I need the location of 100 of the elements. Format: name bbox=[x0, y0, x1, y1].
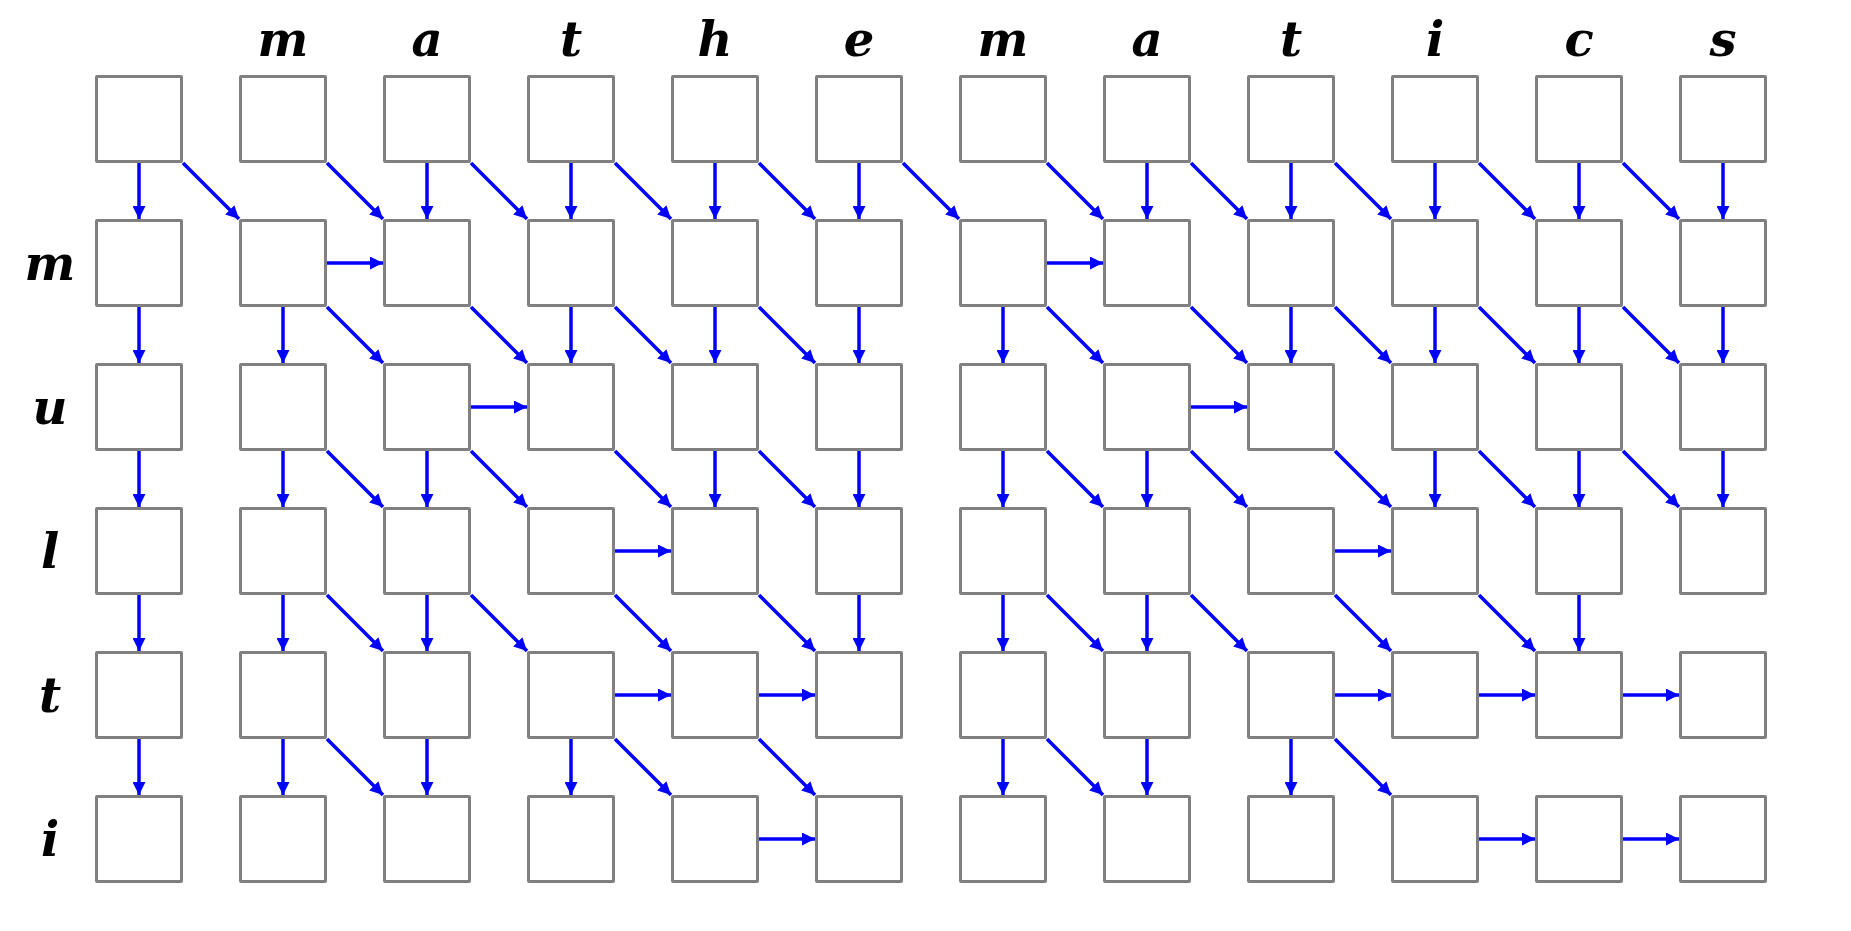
arrow bbox=[1284, 307, 1298, 363]
grid-cell bbox=[1103, 219, 1191, 307]
grid-cell bbox=[383, 219, 471, 307]
arrow bbox=[325, 161, 385, 221]
grid-cell bbox=[95, 219, 183, 307]
arrow bbox=[132, 739, 146, 795]
arrow bbox=[276, 595, 290, 651]
arrow bbox=[613, 593, 673, 653]
arrow bbox=[613, 305, 673, 365]
grid-cell bbox=[815, 795, 903, 883]
column-letter: s bbox=[1708, 13, 1738, 65]
grid-cell bbox=[671, 75, 759, 163]
grid-cell bbox=[1247, 651, 1335, 739]
arrow bbox=[613, 449, 673, 509]
arrow bbox=[564, 307, 578, 363]
arrow bbox=[1477, 305, 1537, 365]
grid-cell bbox=[527, 219, 615, 307]
grid-cell bbox=[1391, 363, 1479, 451]
arrow bbox=[420, 451, 434, 507]
column-letter: h bbox=[696, 13, 734, 65]
arrow bbox=[757, 305, 817, 365]
arrow bbox=[759, 832, 815, 846]
column-letter: m bbox=[256, 13, 310, 65]
grid-cell bbox=[1391, 651, 1479, 739]
arrow bbox=[852, 451, 866, 507]
grid-cell bbox=[1535, 507, 1623, 595]
arrow bbox=[1621, 161, 1681, 221]
grid-cell bbox=[671, 363, 759, 451]
arrow bbox=[1045, 449, 1105, 509]
row-letter: u bbox=[31, 381, 69, 433]
grid-cell bbox=[1103, 795, 1191, 883]
grid-cell bbox=[239, 219, 327, 307]
column-letter: t bbox=[1278, 13, 1304, 65]
arrow bbox=[1572, 595, 1586, 651]
arrow bbox=[1335, 688, 1391, 702]
grid-cell bbox=[1103, 507, 1191, 595]
arrow bbox=[132, 307, 146, 363]
grid-cell bbox=[239, 795, 327, 883]
arrow bbox=[1477, 449, 1537, 509]
arrow bbox=[1479, 832, 1535, 846]
grid-cell bbox=[815, 363, 903, 451]
grid-cell bbox=[1103, 651, 1191, 739]
arrow bbox=[420, 595, 434, 651]
grid-cell bbox=[527, 507, 615, 595]
grid-cell bbox=[1679, 651, 1767, 739]
row-letter: m bbox=[23, 237, 77, 289]
grid-cell bbox=[383, 507, 471, 595]
column-letter: a bbox=[1130, 13, 1164, 65]
arrow bbox=[327, 256, 383, 270]
arrow bbox=[1428, 451, 1442, 507]
arrow bbox=[1716, 163, 1730, 219]
grid-cell bbox=[815, 219, 903, 307]
grid-cell bbox=[671, 795, 759, 883]
grid-cell bbox=[239, 507, 327, 595]
arrow bbox=[1284, 163, 1298, 219]
arrow bbox=[181, 161, 241, 221]
grid-cell bbox=[527, 363, 615, 451]
arrow bbox=[1045, 161, 1105, 221]
arrow bbox=[852, 595, 866, 651]
grid-cell bbox=[383, 651, 471, 739]
grid-cell bbox=[959, 651, 1047, 739]
arrow bbox=[1333, 449, 1393, 509]
grid-cell bbox=[1247, 363, 1335, 451]
arrow bbox=[1045, 305, 1105, 365]
arrow bbox=[1333, 161, 1393, 221]
arrow bbox=[132, 163, 146, 219]
arrow bbox=[420, 739, 434, 795]
grid-cell bbox=[815, 507, 903, 595]
grid-cell bbox=[959, 75, 1047, 163]
arrow bbox=[1335, 544, 1391, 558]
arrow bbox=[615, 544, 671, 558]
arrow bbox=[757, 737, 817, 797]
grid-cell bbox=[383, 795, 471, 883]
arrow bbox=[564, 739, 578, 795]
arrow bbox=[469, 161, 529, 221]
arrow bbox=[1621, 449, 1681, 509]
arrow bbox=[708, 307, 722, 363]
arrow bbox=[615, 688, 671, 702]
grid-cell bbox=[1103, 363, 1191, 451]
arrow bbox=[1477, 161, 1537, 221]
arrow bbox=[1140, 163, 1154, 219]
grid-cell bbox=[959, 507, 1047, 595]
arrow bbox=[1284, 739, 1298, 795]
arrow bbox=[852, 307, 866, 363]
arrow bbox=[132, 595, 146, 651]
arrow bbox=[1479, 688, 1535, 702]
arrow bbox=[469, 593, 529, 653]
grid-cell bbox=[671, 651, 759, 739]
arrow bbox=[1716, 307, 1730, 363]
arrow bbox=[1333, 593, 1393, 653]
arrow bbox=[420, 163, 434, 219]
grid-cell bbox=[239, 363, 327, 451]
arrow bbox=[1047, 256, 1103, 270]
arrow bbox=[759, 688, 815, 702]
arrow bbox=[1333, 737, 1393, 797]
grid-cell bbox=[239, 651, 327, 739]
arrow bbox=[757, 161, 817, 221]
arrow bbox=[613, 161, 673, 221]
row-letter: t bbox=[37, 669, 63, 721]
arrow bbox=[996, 595, 1010, 651]
